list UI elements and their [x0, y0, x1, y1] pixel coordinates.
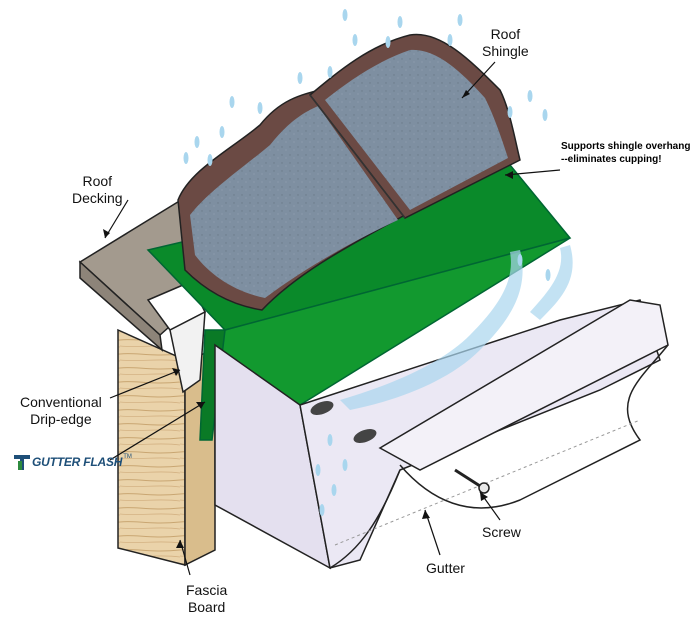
rain-drops: [183, 9, 551, 516]
gutter: [214, 299, 669, 570]
leader-arrowheads: [103, 90, 513, 548]
fascia-board: [117, 328, 216, 567]
label-roof-shingle: Roof Shingle: [482, 26, 529, 59]
gutter-flash-logo-icon: [14, 455, 30, 470]
brand-trademark: TM: [123, 454, 132, 460]
label-roof-decking: Roof Decking: [72, 173, 123, 206]
screw-fastener: [454, 468, 490, 494]
roof-shingles: [177, 33, 521, 311]
rain-runoff: [340, 245, 573, 410]
brand-name: GUTTER FLASH: [32, 455, 123, 469]
label-conventional-drip-edge: Conventional Drip-edge: [20, 394, 102, 427]
label-supports-note: Supports shingle overhang --eliminates c…: [561, 141, 691, 165]
label-gutter: Gutter: [426, 560, 465, 576]
gutter-flash-logo: GUTTER FLASH TM: [12, 451, 132, 473]
label-fascia-board: Fascia Board: [186, 582, 228, 615]
label-screw: Screw: [482, 524, 521, 540]
